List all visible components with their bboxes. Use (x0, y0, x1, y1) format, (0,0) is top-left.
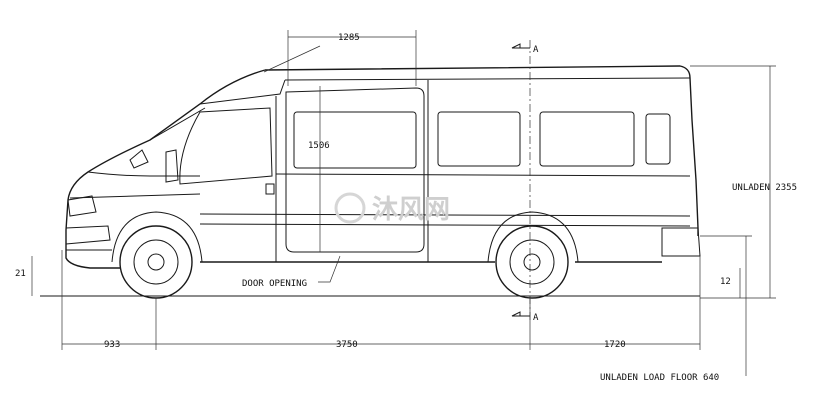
bonnet-lower-line (69, 193, 201, 199)
load-floor-label: UNLADEN LOAD FLOOR 640 (600, 373, 719, 383)
sliding-door-outline (285, 87, 425, 253)
front-hub (147, 253, 165, 271)
door-opening-label: DOOR OPENING (242, 279, 307, 289)
bonnet-line (87, 171, 200, 177)
rear-hub (523, 253, 541, 271)
rear-bumper (661, 227, 701, 257)
section-line-a: A A (511, 40, 539, 323)
front-wheel (111, 211, 203, 299)
watermark-text: 沐风网 (372, 195, 450, 225)
mirror-icon (129, 149, 149, 169)
front-wheel-arch (111, 211, 203, 263)
cab-window (179, 107, 273, 185)
rear-wheel (487, 211, 579, 299)
grille (65, 225, 111, 245)
section-arrow-top-icon (511, 43, 521, 49)
section-label-bottom: A (533, 313, 539, 323)
rear-rim (509, 239, 555, 285)
headlight (67, 195, 97, 217)
section-arrow-bottom-icon (511, 311, 521, 317)
rear-overhang-label: 1720 (604, 340, 626, 350)
step-height-label: 12 (720, 277, 731, 287)
side-window-3 (539, 111, 635, 167)
rub-strip-bottom (199, 223, 691, 227)
vent-window (165, 149, 179, 183)
roof-and-rear-outline (264, 65, 699, 236)
side-window-1 (293, 111, 417, 169)
watermark: 沐风网 (334, 192, 450, 225)
rear-wheel-arch (487, 211, 579, 263)
rub-strip-top (199, 213, 691, 217)
watermark-logo-icon (334, 192, 366, 224)
front-overhang-label: 933 (104, 340, 120, 350)
windscreen-edge (149, 107, 206, 141)
roof-inner-line (284, 77, 691, 81)
waist-line (275, 173, 691, 177)
front-tyre (119, 225, 193, 299)
side-window-4 (645, 113, 671, 165)
front-clearance-label: 21 (15, 269, 26, 279)
door-width-label: 1285 (338, 33, 360, 43)
van-body (65, 65, 701, 269)
wheelbase-label: 3750 (336, 340, 358, 350)
unladen-height-label: UNLADEN 2355 (732, 183, 797, 193)
cab-handle-icon (265, 183, 275, 195)
section-label-top: A (533, 45, 539, 55)
door-opening-leader (318, 255, 341, 283)
rear-tyre (495, 225, 569, 299)
door-height-label: 1506 (308, 141, 330, 151)
door-width-leader (263, 45, 321, 73)
front-rim (133, 239, 179, 285)
side-window-2 (437, 111, 521, 167)
windscreen-top (199, 79, 286, 105)
door-opening-callout: DOOR OPENING (242, 255, 341, 289)
dimension-annotations: 1285 1506 UNLADEN 2355 UNLADEN LOAD FLOO… (15, 30, 797, 383)
